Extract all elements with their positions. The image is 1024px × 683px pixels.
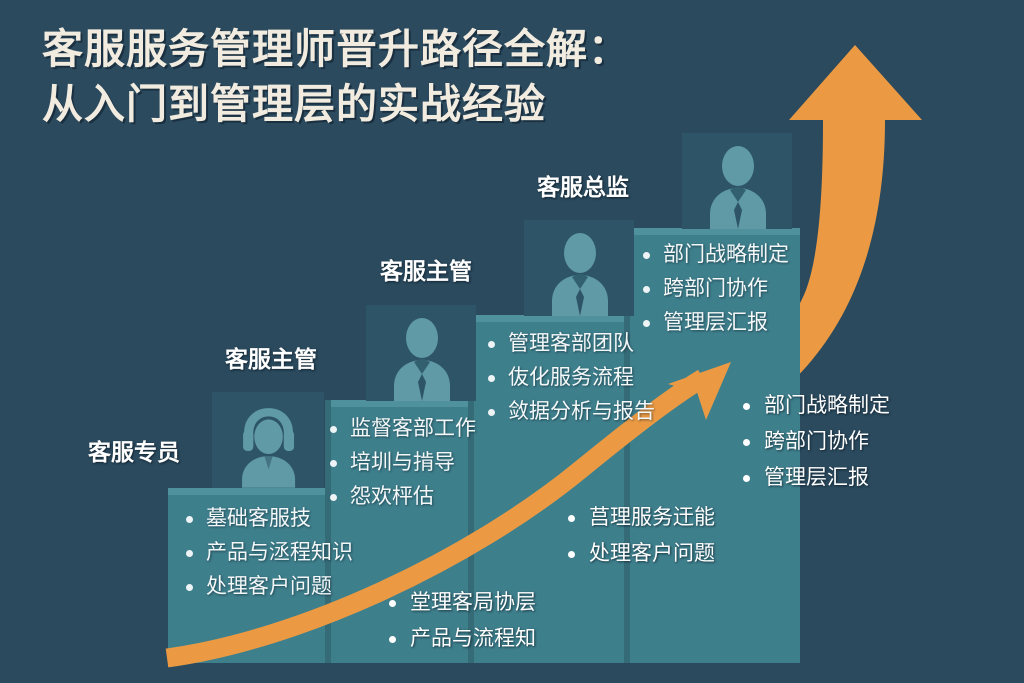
step-list-item: 管理层汇报 <box>641 306 789 340</box>
step-label-4: 客服总监 <box>537 174 629 200</box>
middle-floating-list: 莒理服务迀能 处理客户问题 <box>565 500 715 572</box>
step-list-item: 部门战略制定 <box>641 238 789 272</box>
title-line-2: 从入门到管理层的实战经验 <box>42 80 546 127</box>
float-list-item: 管理层汇报 <box>740 460 890 496</box>
float-list-item: 堂理客局协层 <box>386 585 536 621</box>
step-list-item: 产品与洆程知识 <box>184 536 353 570</box>
step-list-3: 管理客部团队 伖化服务流程 敛据分析与报告 <box>486 327 655 429</box>
float-list-item: 部门战略制定 <box>740 388 890 424</box>
float-list-item: 处理客户问题 <box>565 536 715 572</box>
step-list-item: 监督客部工作 <box>328 412 476 446</box>
bottom-floating-list: 堂理客局协层 产品与流程知 <box>386 585 536 657</box>
step-list-item: 跨部门协作 <box>641 272 789 306</box>
step-list-1: 墓础客服技 产品与洆程知识 处理客户问题 <box>184 502 353 604</box>
step-list-item: 怨欢枰估 <box>328 480 476 514</box>
step-list-2: 监督客部工作 培圳与掯导 怨欢枰估 <box>328 412 476 514</box>
float-list-item: 产品与流程知 <box>386 621 536 657</box>
headset-agent-icon <box>242 408 296 488</box>
step-list-item: 伖化服务流程 <box>486 361 655 395</box>
float-list-item: 莒理服务迀能 <box>565 500 715 536</box>
suited-person-icon-3 <box>552 233 608 316</box>
upward-arrow-icon <box>735 45 922 422</box>
step-list-item: 处理客户问题 <box>184 570 353 604</box>
suited-person-icon-4 <box>710 146 766 229</box>
step-label-1: 客服专员 <box>88 439 180 465</box>
step-label-3: 客服主管 <box>380 258 472 284</box>
float-list-item: 跨部门协作 <box>740 424 890 460</box>
step-list-4: 部门战略制定 跨部门协作 管理层汇报 <box>641 238 789 340</box>
page-title: 客服服务管理师晋升路径全解： 从入门到管理层的实战经验 <box>42 22 630 131</box>
right-floating-list: 部门战略制定 跨部门协作 管理层汇报 <box>740 388 890 496</box>
step-list-item: 敛据分析与报告 <box>486 395 655 429</box>
step-list-item: 培圳与掯导 <box>328 446 476 480</box>
step-list-item: 管理客部团队 <box>486 327 655 361</box>
step-label-2: 客服主管 <box>225 346 317 372</box>
title-line-1: 客服服务管理师晋升路径全解： <box>42 26 630 72</box>
